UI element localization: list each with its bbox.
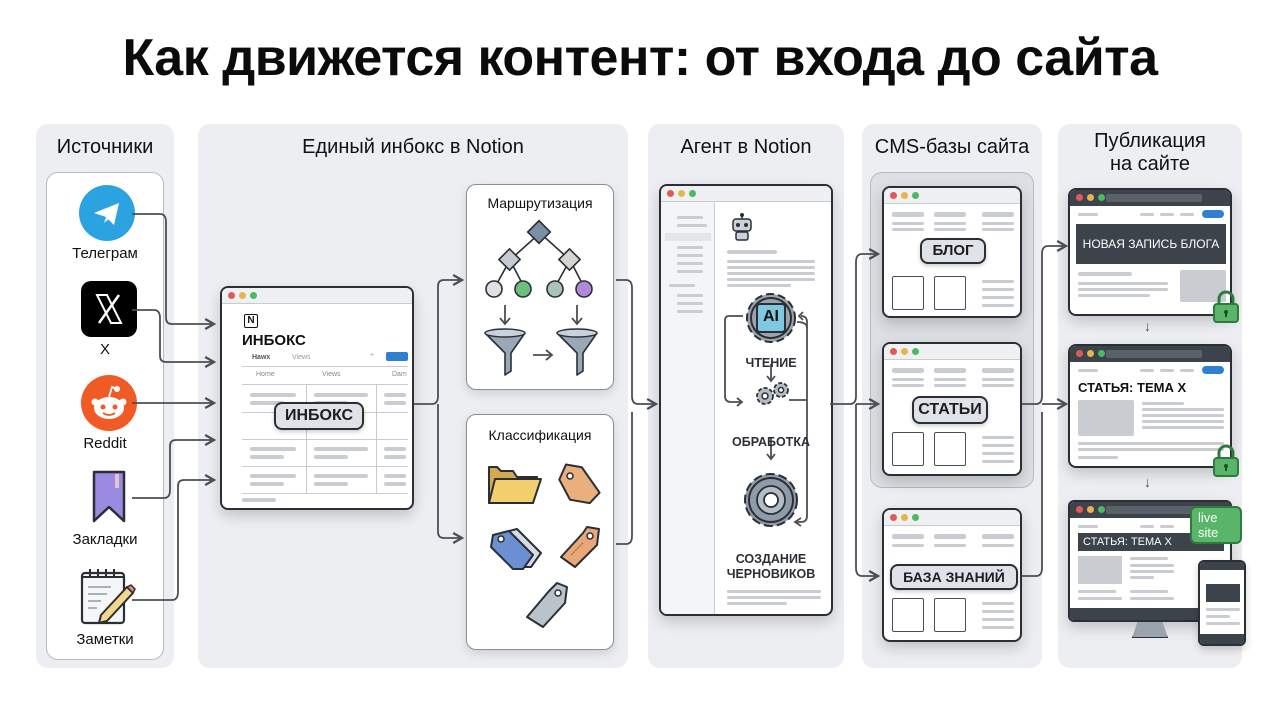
live-site-desktop[interactable]: СТАТЬЯ: ТЕМА X	[1068, 500, 1232, 622]
cms-blog-window[interactable]: БЛОГ	[882, 186, 1022, 318]
article-heading: СТАТЬЯ: ТЕМА X	[1078, 380, 1187, 395]
ai-badge: AI	[763, 308, 779, 325]
cms-knowledge-window[interactable]: БАЗА ЗНАНИЙ	[882, 508, 1022, 642]
sources-column: Источники Телеграм X Reddit Закладки Зам…	[36, 124, 174, 668]
column-header[interactable]: Home	[256, 371, 275, 378]
agent-sidebar	[661, 202, 715, 614]
cms-articles-window[interactable]: СТАТЬИ	[882, 342, 1022, 476]
source-label-notes: Заметки	[76, 631, 134, 648]
cms-column: CMS-базы сайта БЛОГ СТАТЬИ БАЗА ЗНАНИЙ	[862, 124, 1042, 668]
arrow-down-icon: ↓	[1144, 474, 1151, 490]
telegram-icon	[79, 185, 135, 241]
agent-column: Агент в Notion	[648, 124, 844, 668]
source-label-bookmarks: Закладки	[72, 531, 138, 548]
page-title: Как движется контент: от входа до сайта	[122, 29, 1158, 87]
blog-badge: БЛОГ	[920, 238, 986, 264]
published-article-page[interactable]: СТАТЬЯ: ТЕМА X	[1068, 344, 1232, 468]
routing-title: Маршрутизация	[487, 195, 593, 211]
window-titlebar	[661, 186, 831, 202]
inbox-badge: ИНБОКС	[274, 402, 364, 430]
arrow-down-icon: ↓	[1144, 318, 1151, 334]
step-reading: ЧТЕНИЕ	[745, 356, 797, 370]
large-gear-icon	[744, 473, 798, 527]
table-header: Home Views Dam	[242, 368, 408, 382]
live-article-heading: СТАТЬЯ: ТЕМА X	[1078, 533, 1224, 551]
lock-icon	[1213, 290, 1239, 323]
phone-mockup[interactable]	[1198, 560, 1246, 646]
label-tag-icon	[560, 526, 600, 568]
folder-icon	[488, 466, 542, 504]
classification-title: Классификация	[488, 427, 592, 443]
articles-badge: СТАТЬИ	[912, 396, 988, 424]
maximize-dot-icon[interactable]	[250, 292, 257, 299]
knowledge-base-badge: БАЗА ЗНАНИЙ	[890, 564, 1018, 590]
lock-icon	[1213, 444, 1239, 477]
bookmark-icon	[91, 469, 127, 525]
source-label-x: X	[99, 341, 110, 358]
new-button[interactable]	[386, 352, 408, 361]
small-gears-icon	[756, 382, 789, 405]
tab-views[interactable]: Views	[292, 354, 311, 361]
live-site-badge: live site	[1190, 506, 1242, 544]
close-dot-icon[interactable]	[667, 190, 674, 197]
gray-tag-icon	[526, 582, 568, 628]
sources-card: Телеграм X Reddit Закладки Заметки	[46, 172, 164, 660]
notepad-icon	[79, 567, 137, 627]
monitor-stand	[1132, 622, 1168, 638]
window-titlebar	[222, 288, 412, 304]
cms-title: CMS-базы сайта	[874, 136, 1030, 158]
classification-card: Классификация	[466, 414, 614, 650]
sources-title: Источники	[56, 136, 154, 158]
inbox-column: Единый инбокс в Notion N ИНБОКС Наwx Vie…	[198, 124, 628, 668]
tags-stack-icon	[490, 528, 542, 570]
tab-main[interactable]: Наwx	[252, 354, 271, 361]
source-label-telegram: Телеграм	[72, 245, 138, 262]
minimize-dot-icon[interactable]	[239, 292, 246, 299]
publish-column: Публикация на сайте НОВАЯ ЗАПИСЬ БЛОГА ↓…	[1058, 124, 1246, 668]
x-icon	[81, 281, 137, 337]
published-blog-page[interactable]: НОВАЯ ЗАПИСЬ БЛОГА	[1068, 188, 1232, 316]
inbox-page-title: ИНБОКС	[242, 332, 306, 349]
step-processing: ОБРАБОТКА	[732, 435, 810, 449]
tag-icon	[558, 463, 601, 505]
inbox-title: Единый инбокс в Notion	[302, 136, 524, 158]
inbox-table	[242, 384, 408, 494]
column-header[interactable]: Dam	[392, 371, 407, 378]
publish-title: Публикация на сайте	[1094, 130, 1206, 175]
agent-title: Агент в Notion	[680, 136, 812, 158]
inbox-window[interactable]: N ИНБОКС Наwx Views + Home Views Dam	[220, 286, 414, 510]
source-label-reddit: Reddit	[83, 435, 127, 452]
view-tabs: Наwx Views +	[242, 352, 408, 366]
robot-icon	[732, 213, 752, 241]
maximize-dot-icon[interactable]	[689, 190, 696, 197]
close-dot-icon[interactable]	[228, 292, 235, 299]
decision-tree-icon	[484, 219, 598, 376]
ai-gear-icon	[746, 293, 796, 343]
add-view-button[interactable]: +	[370, 352, 375, 359]
column-header[interactable]: Views	[322, 371, 341, 378]
reddit-icon	[81, 375, 137, 431]
agent-window[interactable]: AI ЧТЕНИЕ ОБРАБОТКА СОЗДАНИЕ ЧЕРНОВИКОВ	[659, 184, 833, 616]
routing-card: Маршрутизация	[466, 184, 614, 390]
blog-post-heading: НОВАЯ ЗАПИСЬ БЛОГА	[1076, 224, 1226, 264]
notion-logo-icon: N	[244, 314, 258, 328]
step-drafting: СОЗДАНИЕ ЧЕРНОВИКОВ	[726, 552, 816, 581]
minimize-dot-icon[interactable]	[678, 190, 685, 197]
